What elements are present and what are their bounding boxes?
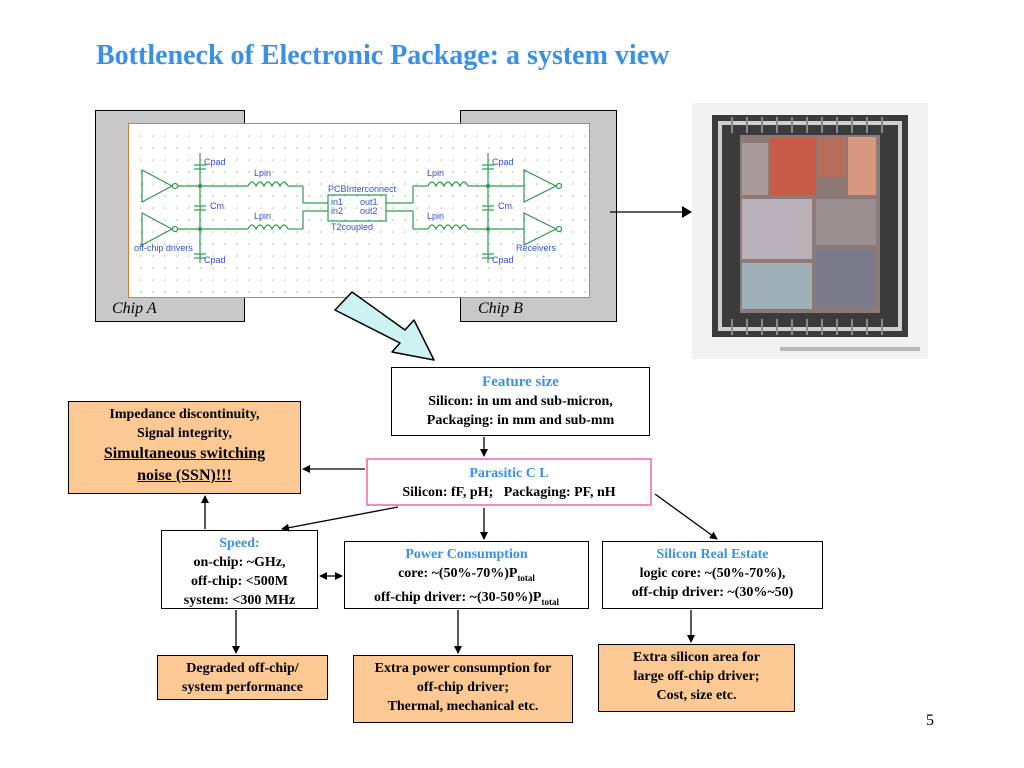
cpad-label-right-bottom: Cpad bbox=[492, 255, 514, 265]
parasitic-box: Parasitic C L Silicon: fF, pH; Packaging… bbox=[366, 458, 652, 506]
speed-title: Speed: bbox=[219, 536, 260, 551]
extra-power-line2: off-chip driver; bbox=[416, 680, 510, 695]
impedance-box: Impedance discontinuity, Signal integrit… bbox=[68, 401, 301, 494]
lpin-label-right-top: Lpin bbox=[427, 168, 444, 178]
impedance-line1: Impedance discontinuity, bbox=[109, 407, 260, 422]
cm-label-right: Cm bbox=[498, 201, 512, 211]
block-arrow-icon bbox=[334, 291, 435, 361]
extra-silicon-line1: Extra silicon area for bbox=[633, 650, 760, 665]
degraded-line1: Degraded off-chip/ bbox=[186, 661, 299, 676]
impedance-line2: Signal integrity, bbox=[137, 426, 232, 441]
in1-label: in1 bbox=[331, 197, 343, 207]
lpin-label-left-top: Lpin bbox=[254, 168, 271, 178]
ssn-line1: Simultaneous switching bbox=[103, 445, 266, 462]
circuit-schematic: Cpad Cm Cpad Lpin Lpin PCBInterconnect i… bbox=[128, 123, 590, 298]
power-line1: core: ~(50%-70%)P bbox=[398, 566, 518, 581]
silicon-line1: logic core: ~(50%-70%), bbox=[639, 566, 786, 581]
page-number: 5 bbox=[926, 712, 934, 729]
receivers-label: Receivers bbox=[516, 243, 557, 253]
arrow-to-photo bbox=[610, 206, 692, 218]
parasitic-line1: Silicon: fF, pH; Packaging: PF, nH bbox=[402, 485, 616, 500]
in2-label: in2 bbox=[331, 206, 343, 216]
arrow-parasitic-to-speed bbox=[281, 506, 399, 532]
off-chip-drivers-label: off-chip drivers bbox=[134, 243, 193, 253]
silicon-line2: off-chip driver: ~(30%~50) bbox=[631, 585, 794, 600]
feature-size-line1: Silicon: in um and sub-micron, bbox=[428, 394, 613, 409]
lpin-label-left-bottom: Lpin bbox=[254, 211, 271, 221]
power-line2-wrap: off-chip driver: ~(30-50%)Ptotal bbox=[345, 588, 588, 612]
silicon-title: Silicon Real Estate bbox=[656, 547, 769, 562]
degraded-line2: system performance bbox=[182, 680, 303, 695]
page-title: Bottleneck of Electronic Package: a syst… bbox=[96, 40, 670, 71]
cpad-label-right-top: Cpad bbox=[492, 157, 514, 167]
degraded-box: Degraded off-chip/ system performance bbox=[157, 655, 328, 700]
extra-power-line3: Thermal, mechanical etc. bbox=[387, 699, 539, 714]
power-line2: off-chip driver: ~(30-50%)P bbox=[374, 589, 542, 605]
arrow-parasitic-to-silicon bbox=[654, 493, 718, 540]
power-line1-wrap: core: ~(50%-70%)Ptotal bbox=[345, 564, 588, 588]
speed-line1: on-chip: ~GHz, bbox=[193, 555, 286, 570]
t2coupled-label: T2coupled bbox=[331, 222, 373, 232]
feature-size-line2: Packaging: in mm and sub-mm bbox=[426, 413, 615, 428]
silicon-real-estate-box: Silicon Real Estate logic core: ~(50%-70… bbox=[602, 541, 823, 609]
pcb-interconnect-label: PCBInterconnect bbox=[328, 184, 397, 194]
ssn-line2: noise (SSN)!!! bbox=[137, 467, 232, 484]
out1-label: out1 bbox=[360, 197, 378, 207]
chip-b-label: Chip B bbox=[478, 300, 523, 317]
chip-package-photo bbox=[692, 103, 928, 359]
extra-silicon-box: Extra silicon area for large off-chip dr… bbox=[598, 644, 795, 712]
extra-power-box: Extra power consumption for off-chip dri… bbox=[353, 655, 573, 723]
power-line1-sub: total bbox=[517, 572, 535, 583]
extra-power-line1: Extra power consumption for bbox=[374, 661, 552, 676]
power-title: Power Consumption bbox=[405, 547, 528, 562]
chip-a-label: Chip A bbox=[112, 300, 157, 317]
cm-label-left: Cm bbox=[210, 201, 224, 211]
feature-size-box: Feature size Silicon: in um and sub-micr… bbox=[391, 367, 650, 436]
lpin-label-right-bottom: Lpin bbox=[427, 211, 444, 221]
feature-size-title: Feature size bbox=[482, 374, 559, 390]
power-consumption-box: Power Consumption core: ~(50%-70%)Ptotal… bbox=[344, 541, 589, 609]
power-line2-sub: total bbox=[541, 596, 559, 607]
speed-line2: off-chip: <500M bbox=[190, 574, 288, 589]
extra-silicon-line3: Cost, size etc. bbox=[656, 688, 737, 703]
parasitic-title: Parasitic C L bbox=[469, 466, 549, 481]
cpad-label-left-top: Cpad bbox=[204, 157, 226, 167]
speed-box: Speed: on-chip: ~GHz, off-chip: <500M sy… bbox=[161, 530, 318, 609]
out2-label: out2 bbox=[360, 206, 378, 216]
cpad-label-left-bottom: Cpad bbox=[204, 255, 226, 265]
extra-silicon-line2: large off-chip driver; bbox=[633, 669, 760, 684]
speed-line3: system: <300 MHz bbox=[183, 593, 296, 608]
